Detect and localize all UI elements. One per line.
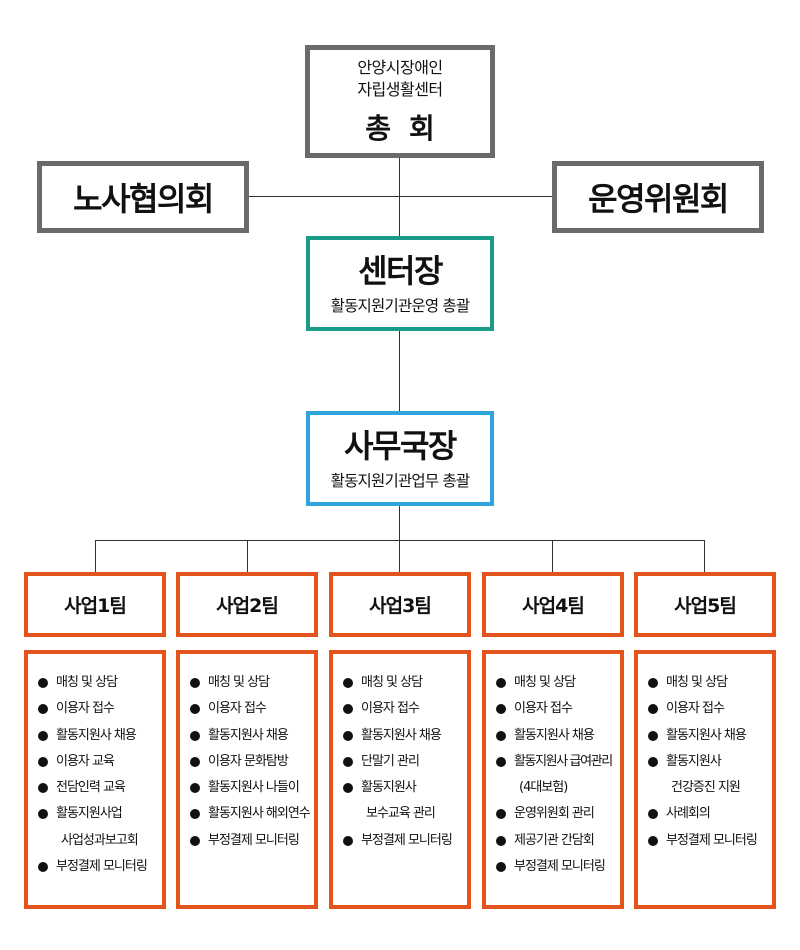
team-3-duties: 매칭 및 상담 이용자 접수 활동지원사 채용 단말기 관리 활동지원사 보수교…	[329, 650, 471, 909]
duty-item: 부정결제 모니터링	[343, 828, 467, 854]
connector-team-3	[399, 540, 400, 572]
duty-item: 부정결제 모니터링	[38, 854, 162, 880]
duty-item: 이용자 교육	[38, 749, 162, 775]
connector-team-5	[704, 540, 705, 572]
team-2-box: 사업2팀	[176, 572, 318, 637]
team-3-name: 사업3팀	[369, 595, 432, 617]
duty-item-continuation: (4대보험)	[519, 780, 568, 796]
duty-item: 이용자 접수	[496, 696, 620, 722]
duty-item: 매칭 및 상담	[190, 670, 314, 696]
team-2-duties: 매칭 및 상담 이용자 접수 활동지원사 채용 이용자 문화탐방 활동지원사 나…	[176, 650, 318, 909]
duty-item: 제공기관 간담회	[496, 828, 620, 854]
connector-director-to-secretary	[399, 330, 400, 412]
duty-item: 부정결제 모니터링	[190, 828, 314, 854]
duty-item-continuation: 보수교육 관리	[366, 806, 436, 822]
steering-committee-box: 운영위원회	[552, 161, 764, 233]
duty-item: 활동지원사	[343, 775, 467, 801]
connector-team-2	[247, 540, 248, 572]
team-5-name: 사업5팀	[674, 595, 737, 617]
steering-committee-title: 운영위원회	[588, 180, 729, 218]
connector-assembly-to-director	[399, 157, 400, 237]
team-4-box: 사업4팀	[482, 572, 624, 637]
duty-item: 매칭 및 상담	[496, 670, 620, 696]
team-1-box: 사업1팀	[24, 572, 166, 637]
duty-item: 전담인력 교육	[38, 775, 162, 801]
general-assembly-line1: 안양시장애인	[357, 57, 443, 77]
labor-council-title: 노사협의회	[73, 180, 214, 218]
duty-item: 매칭 및 상담	[38, 670, 162, 696]
duty-item: 활동지원사 해외연수	[190, 801, 314, 827]
center-director-title: 센터장	[358, 251, 443, 290]
team-2-duty-list: 매칭 및 상담 이용자 접수 활동지원사 채용 이용자 문화탐방 활동지원사 나…	[190, 670, 314, 854]
team-2-name: 사업2팀	[216, 595, 279, 617]
secretary-general-duty: 활동지원기관업무 총괄	[330, 471, 471, 490]
labor-council-box: 노사협의회	[37, 161, 249, 233]
connector-secretary-down	[399, 505, 400, 540]
duty-item: 활동지원사업	[38, 801, 162, 827]
team-3-box: 사업3팀	[329, 572, 471, 637]
connector-team-1	[95, 540, 96, 572]
duty-item: 활동지원사 급여관리	[496, 749, 620, 775]
duty-item: 운영위원회 관리	[496, 801, 620, 827]
duty-item: 이용자 접수	[343, 696, 467, 722]
team-5-duty-list: 매칭 및 상담 이용자 접수 활동지원사 채용 활동지원사 건강증진 지원 사례…	[648, 670, 772, 854]
team-1-duty-list: 매칭 및 상담 이용자 접수 활동지원사 채용 이용자 교육 전담인력 교육 활…	[38, 670, 162, 880]
connector-council-to-committee	[248, 196, 554, 197]
secretary-general-box: 사무국장 활동지원기관업무 총괄	[306, 411, 494, 506]
team-5-duties: 매칭 및 상담 이용자 접수 활동지원사 채용 활동지원사 건강증진 지원 사례…	[634, 650, 776, 909]
duty-item: 부정결제 모니터링	[496, 854, 620, 880]
duty-item: 활동지원사 채용	[496, 723, 620, 749]
general-assembly-title: 총회	[365, 111, 453, 145]
center-director-box: 센터장 활동지원기관운영 총괄	[306, 236, 494, 331]
duty-item: 활동지원사 나들이	[190, 775, 314, 801]
duty-item-continuation: 사업성과보고회	[61, 832, 139, 848]
duty-item: 매칭 및 상담	[648, 670, 772, 696]
duty-item: 이용자 문화탐방	[190, 749, 314, 775]
secretary-general-title: 사무국장	[344, 426, 457, 465]
general-assembly-box: 안양시장애인 자립생활센터 총회	[305, 45, 495, 158]
team-3-duty-list: 매칭 및 상담 이용자 접수 활동지원사 채용 단말기 관리 활동지원사 보수교…	[343, 670, 467, 854]
team-5-box: 사업5팀	[634, 572, 776, 637]
team-4-name: 사업4팀	[522, 595, 585, 617]
duty-item: 단말기 관리	[343, 749, 467, 775]
duty-item-continuation: 건강증진 지원	[671, 780, 741, 796]
duty-item: 활동지원사 채용	[343, 723, 467, 749]
team-1-name: 사업1팀	[64, 595, 127, 617]
duty-item: 부정결제 모니터링	[648, 828, 772, 854]
team-4-duty-list: 매칭 및 상담 이용자 접수 활동지원사 채용 활동지원사 급여관리 (4대보험…	[496, 670, 620, 880]
duty-item: 활동지원사 채용	[648, 723, 772, 749]
connector-team-4	[552, 540, 553, 572]
duty-item: 이용자 접수	[38, 696, 162, 722]
duty-item: 활동지원사 채용	[38, 723, 162, 749]
general-assembly-line2: 자립생활센터	[357, 79, 443, 99]
duty-item: 사례회의	[648, 801, 772, 827]
duty-item: 활동지원사	[648, 749, 772, 775]
team-4-duties: 매칭 및 상담 이용자 접수 활동지원사 채용 활동지원사 급여관리 (4대보험…	[482, 650, 624, 909]
connector-teams-horizontal	[95, 540, 705, 541]
team-1-duties: 매칭 및 상담 이용자 접수 활동지원사 채용 이용자 교육 전담인력 교육 활…	[24, 650, 166, 909]
duty-item: 이용자 접수	[190, 696, 314, 722]
duty-item: 이용자 접수	[648, 696, 772, 722]
duty-item: 매칭 및 상담	[343, 670, 467, 696]
duty-item: 활동지원사 채용	[190, 723, 314, 749]
center-director-duty: 활동지원기관운영 총괄	[330, 296, 471, 315]
